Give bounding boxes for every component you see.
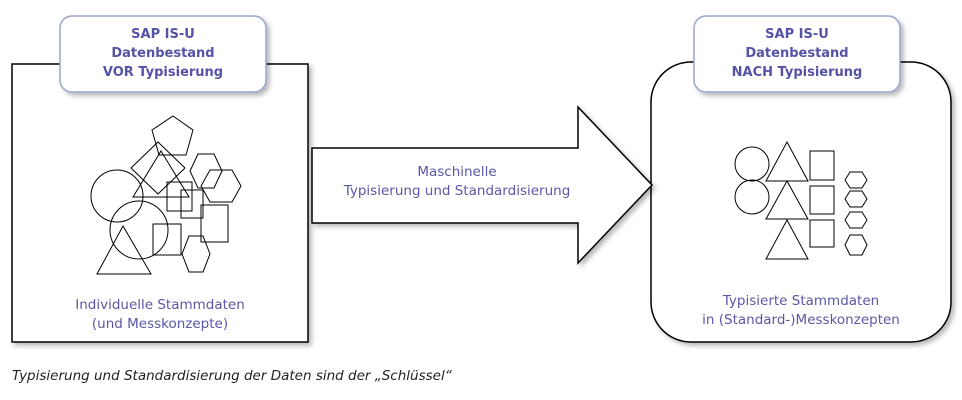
circle-shape bbox=[109, 200, 169, 260]
unsorted-shapes bbox=[90, 115, 242, 275]
square-shape bbox=[166, 181, 193, 212]
label-line: (und Messkonzepte) bbox=[91, 316, 229, 332]
label-line: in (Standard-)Messkonzepten bbox=[702, 312, 900, 328]
square-shape bbox=[180, 189, 204, 219]
header-line: SAP IS-U bbox=[131, 27, 195, 42]
hexagon-shape bbox=[181, 235, 211, 273]
label-line: Typisierung und Standardisierung bbox=[343, 183, 571, 199]
left-header-box bbox=[59, 15, 267, 93]
hexagon-shape bbox=[200, 169, 242, 203]
triangle-shape bbox=[96, 224, 152, 275]
right-panel-label: Typisierte Stammdaten in (Standard-)Mess… bbox=[651, 292, 951, 330]
transformation-arrow bbox=[311, 105, 654, 265]
hexagon-shape bbox=[844, 190, 868, 208]
square-shape bbox=[200, 204, 229, 243]
label-line: Maschinelle bbox=[417, 164, 497, 180]
header-line: SAP IS-U bbox=[765, 27, 829, 42]
header-line: VOR Typisierung bbox=[102, 65, 224, 80]
left-header-title: SAP IS-U Datenbestand VOR Typisierung bbox=[60, 25, 266, 82]
square-shape bbox=[809, 150, 835, 181]
circle-shape bbox=[734, 179, 770, 215]
left-data-panel bbox=[11, 63, 309, 343]
header-line: Datenbestand bbox=[111, 46, 215, 61]
triangle-shape bbox=[132, 150, 190, 198]
figure-caption: Typisierung und Standardisierung der Dat… bbox=[12, 368, 452, 384]
header-line: NACH Typisierung bbox=[731, 65, 863, 80]
label-line: Typisierte Stammdaten bbox=[722, 293, 880, 309]
label-line: Individuelle Stammdaten bbox=[75, 297, 245, 313]
square-shape bbox=[809, 219, 835, 248]
hexagon-shape bbox=[844, 211, 868, 229]
circle-shape bbox=[90, 169, 144, 223]
circle-shape bbox=[734, 146, 770, 182]
left-panel-label: Individuelle Stammdaten (und Messkonzept… bbox=[12, 296, 308, 334]
right-header-box bbox=[693, 15, 901, 93]
square-shape bbox=[152, 223, 182, 256]
square-shape bbox=[809, 185, 835, 215]
triangle-shape bbox=[765, 218, 809, 260]
diamond-shape bbox=[130, 141, 186, 195]
right-header-title: SAP IS-U Datenbestand NACH Typisierung bbox=[694, 25, 900, 82]
hexagon-shape bbox=[189, 153, 223, 189]
sorted-shapes bbox=[734, 140, 868, 260]
hexagon-shape bbox=[844, 234, 868, 256]
pentagon-shape bbox=[151, 115, 194, 156]
hexagon-shape bbox=[844, 171, 868, 189]
arrow-label: Maschinelle Typisierung und Standardisie… bbox=[322, 163, 592, 201]
header-line: Datenbestand bbox=[745, 46, 849, 61]
